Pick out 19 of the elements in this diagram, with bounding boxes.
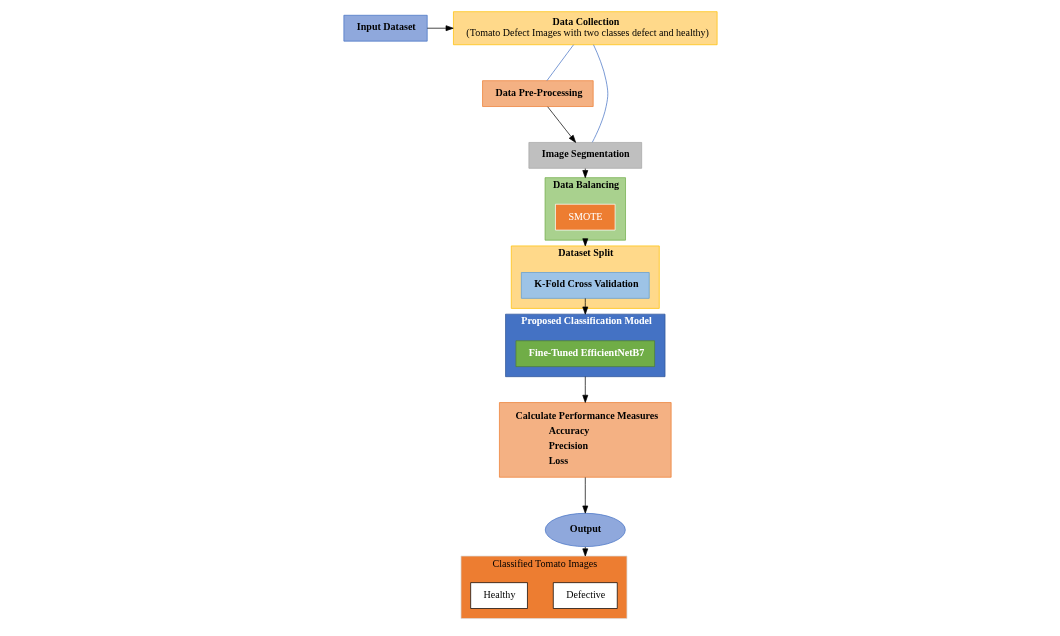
node-box: Data Collection (Tomato Defect Images with two classes defect and healthy) (452, 11, 717, 46)
node-box: K-Fold Cross Validation (520, 272, 650, 299)
arrow (581, 546, 588, 557)
node-box: SMOTE (554, 203, 615, 231)
arrow (581, 298, 588, 315)
node-box: Healthy (469, 582, 528, 609)
node-box: Data Pre-Processing (481, 80, 594, 107)
arrow (581, 376, 588, 403)
node-box: Fine-Tuned EfficientNetB7 (515, 340, 655, 367)
connector (591, 44, 608, 143)
node-box: Defective (552, 582, 618, 609)
node-ellipse: Output (544, 512, 626, 547)
node-box: Input Dataset (343, 14, 428, 42)
arrow (581, 477, 588, 514)
arrow (546, 106, 576, 143)
arrow (426, 25, 454, 32)
node-box: Calculate Performance Measures Accuracy Precision Loss (498, 402, 671, 478)
arrow (581, 168, 588, 178)
connector (546, 44, 574, 81)
